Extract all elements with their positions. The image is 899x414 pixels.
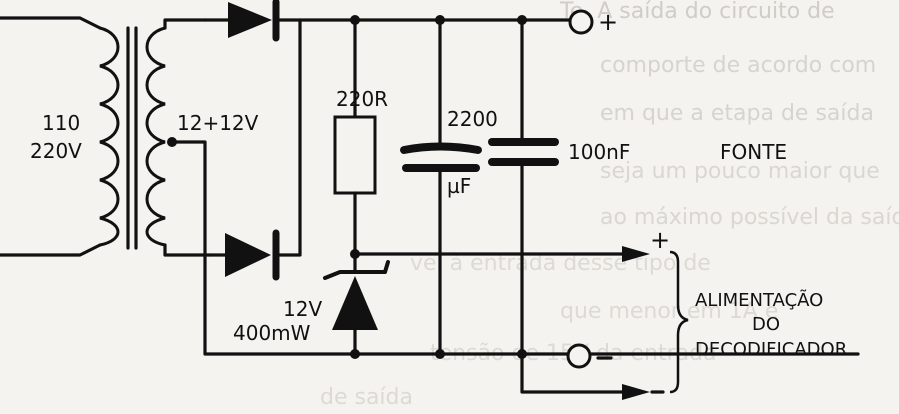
terminal-plus xyxy=(568,9,594,35)
cap-small-label: 100nF xyxy=(568,140,630,164)
node-cap-ground xyxy=(435,349,445,359)
diode-bottom xyxy=(208,18,302,281)
alimentacao-label: ALIMENTAÇÃO xyxy=(695,289,823,311)
ground-rail xyxy=(170,140,860,356)
center-tap-node xyxy=(167,137,177,147)
secondary-voltage-label: 12+12V xyxy=(177,111,259,135)
cap-value-label: 2200 xyxy=(447,107,498,131)
diode-top xyxy=(203,0,580,42)
bg-line-7: que menor em 1A e xyxy=(560,299,778,324)
mains-voltage-label-1: 110 xyxy=(42,111,80,135)
capacitor-100nf xyxy=(488,18,627,394)
decodificador-label: DECODIFICADOR xyxy=(695,339,847,360)
resistor-220r xyxy=(333,18,377,256)
bg-line-5: ao máximo possível da saída xyxy=(600,205,899,230)
terminal-minus xyxy=(566,343,592,369)
fonte-label: FONTE xyxy=(720,140,787,164)
output-minus-arrow xyxy=(622,384,650,400)
do-label: DO xyxy=(752,314,780,335)
capacitor-2200uf xyxy=(400,18,482,356)
node-zener-ground xyxy=(350,349,360,359)
transformer-primary xyxy=(0,16,120,257)
resistor-label: 220R xyxy=(336,87,388,111)
mains-voltage-label-2: 220V xyxy=(30,139,82,163)
cap-unit-label: µF xyxy=(447,174,471,198)
bg-line-2: comporte de acordo com xyxy=(600,53,876,78)
bg-line-3: em que a etapa de saída xyxy=(600,101,874,126)
transformer-secondary xyxy=(145,18,212,257)
zener-power-label: 400mW xyxy=(233,321,311,345)
node-cap-small-ground xyxy=(517,349,527,359)
bg-line-4: seja um pouco maior que xyxy=(600,159,880,184)
output-plus-arrow xyxy=(622,246,650,262)
zener-voltage-label: 12V xyxy=(283,297,322,321)
brace xyxy=(669,250,689,394)
terminal-plus-label: + xyxy=(598,8,618,36)
output-plus-label: + xyxy=(650,226,670,254)
bg-line-9: de saída xyxy=(320,385,413,410)
bg-line-1: Te. A saída do circuito de xyxy=(559,0,835,24)
zener-diode xyxy=(323,252,390,356)
